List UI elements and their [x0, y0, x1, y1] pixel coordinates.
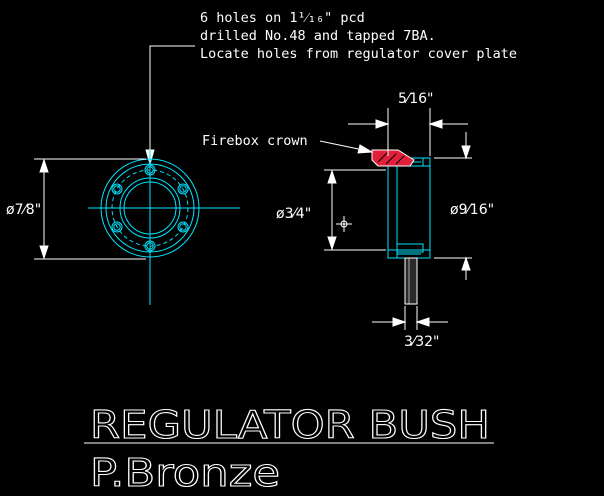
firebox-leader: [319, 140, 374, 154]
side-small-dia-dimension: [324, 169, 386, 251]
side-view: [387, 157, 431, 259]
side-small-dia-label: ø3⁄4": [276, 206, 311, 222]
note-leader: [145, 45, 195, 166]
material-label: P.Bronze: [90, 451, 280, 495]
title-block: REGULATOR BUSH P.Bronze: [84, 402, 494, 496]
note-line-2: drilled No.48 and tapped 7BA.: [200, 28, 436, 44]
drawing-title: REGULATOR BUSH: [90, 403, 490, 447]
side-centre-mark: [336, 216, 352, 232]
front-od-dimension: [34, 158, 146, 260]
front-od-label: ø7⁄8": [6, 202, 41, 218]
side-large-dia-dimension: [434, 132, 472, 280]
front-view: [88, 150, 240, 305]
bottom-width-dimension: [372, 306, 448, 330]
regulator-rod: [404, 257, 418, 305]
top-width-label: 5⁄16": [398, 91, 434, 107]
bottom-width-label: 3⁄32": [404, 334, 440, 350]
firebox-crown-section: [371, 149, 415, 167]
note-line-1: 6 holes on 1¹⁄₁₆" pcd: [200, 10, 365, 26]
note-line-3: Locate holes from regulator cover plate: [200, 46, 517, 62]
top-width-dimension: [348, 108, 468, 156]
bottom-hole-detail: [396, 243, 424, 253]
hole-note: 6 holes on 1¹⁄₁₆" pcd drilled No.48 and …: [200, 10, 517, 62]
bush-body: [387, 157, 431, 259]
firebox-label: Firebox crown: [202, 133, 308, 149]
side-large-dia-label: ø9⁄16": [450, 202, 494, 218]
